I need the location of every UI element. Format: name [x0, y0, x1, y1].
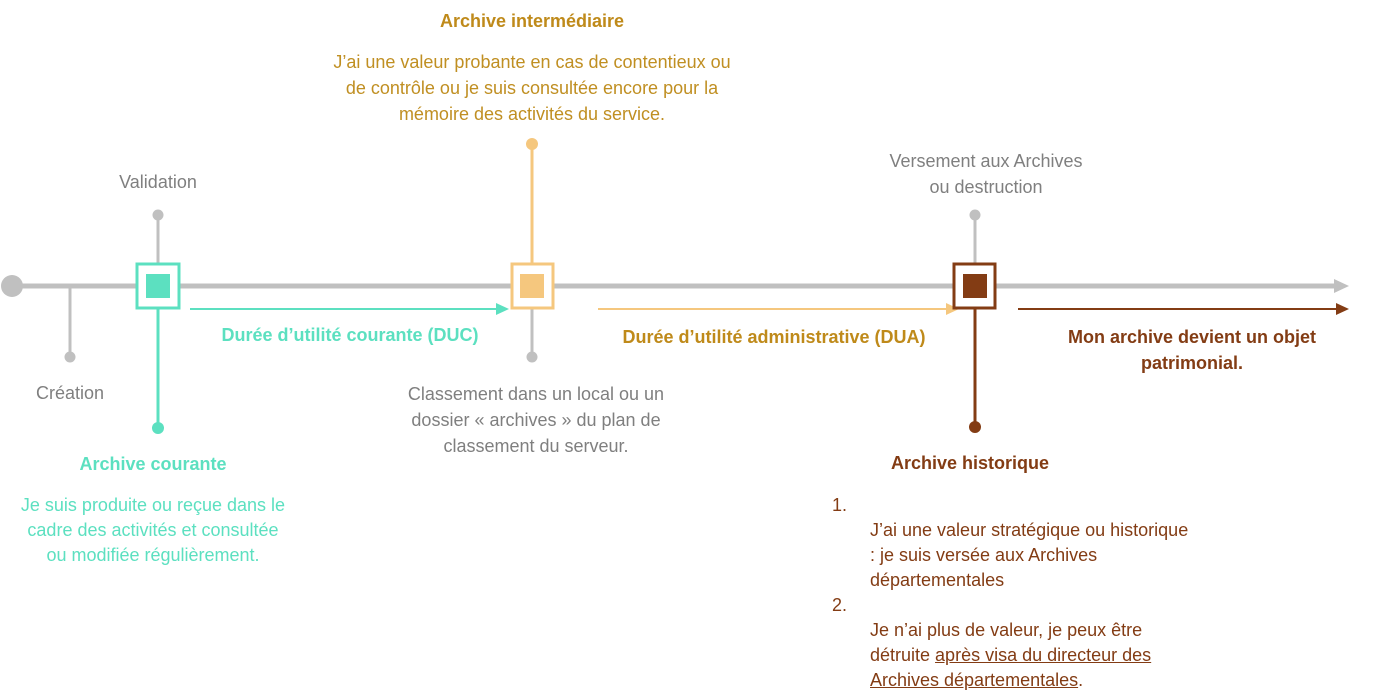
historique-stage-square: [963, 274, 987, 298]
timeline-start-dot: [1, 275, 23, 297]
classement-label: Classement dans un local ou un dossier «…: [407, 384, 665, 456]
list-item-end: .: [1078, 670, 1084, 690]
duc-arrowhead: [496, 303, 509, 315]
historique-title: Archive historique: [890, 453, 1050, 473]
list-item-number: 2.: [832, 595, 848, 615]
creation-marker-dot: [64, 351, 76, 363]
courante-marker-dot: [152, 422, 164, 434]
intermediaire-stage-square: [520, 274, 544, 298]
courante-title: Archive courante: [79, 454, 227, 474]
timeline-arrowhead: [1334, 279, 1349, 293]
historique-marker-dot: [969, 421, 981, 433]
versement-label: Versement aux Archives ou destruction: [889, 151, 1083, 197]
lifecycle-diagram: [1, 138, 1349, 434]
duc-label: Durée d’utilité courante (DUC): [221, 325, 479, 345]
list-item-text: J’ai une valeur stratégique ou historiqu…: [870, 520, 1189, 590]
intermediaire-description: J’ai une valeur probante en cas de conte…: [333, 52, 731, 124]
intermediaire-title: Archive intermédiaire: [439, 11, 625, 31]
dua-label: Durée d’utilité administrative (DUA): [622, 327, 926, 347]
intermediaire-marker-dot: [526, 138, 538, 150]
classement-marker-dot: [526, 351, 538, 363]
historique-list-item: 2.Je n’ai plus de valeur, je peux être d…: [826, 593, 1226, 693]
courante-stage-square: [146, 274, 170, 298]
patrimonial-arrowhead: [1336, 303, 1349, 315]
versement-marker-dot: [969, 209, 981, 221]
courante-description: Je suis produite ou reçue dans le cadre …: [20, 495, 286, 565]
intermediaire-stage-frame: [510, 262, 555, 310]
historique-stage-frame: [952, 262, 997, 310]
patrimonial-label: Mon archive devient un objet patrimonial…: [1067, 327, 1317, 373]
historique-list: 1. J’ai une valeur stratégique ou histori…: [826, 493, 1226, 693]
list-item-number: 1.: [832, 495, 848, 515]
validation-marker-dot: [152, 209, 164, 221]
historique-list-item: 1. J’ai une valeur stratégique ou histori…: [826, 493, 1226, 593]
creation-label: Création: [35, 383, 105, 403]
validation-label: Validation: [119, 172, 197, 192]
